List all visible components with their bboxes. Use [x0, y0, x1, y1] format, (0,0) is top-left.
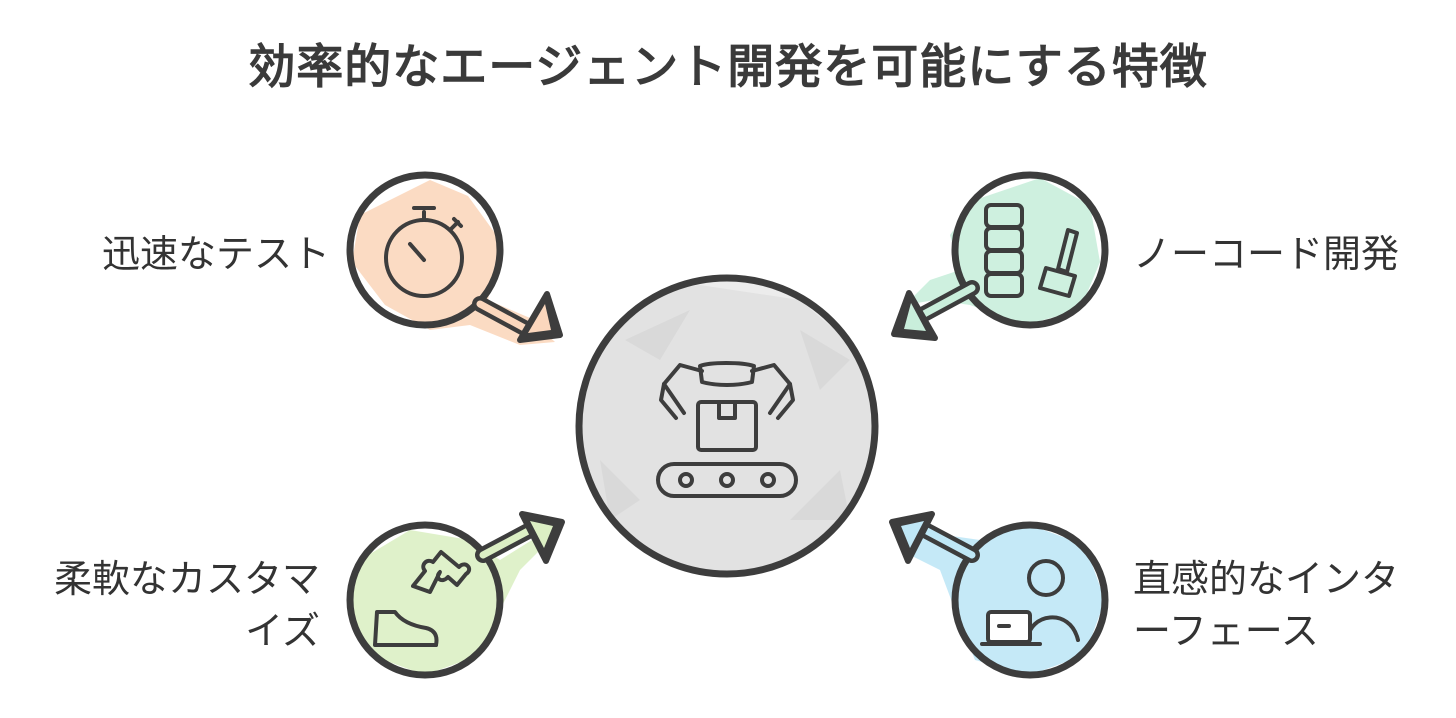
- feature-label-customization: 柔軟なカスタマ イズ: [20, 553, 320, 657]
- feature-label-rapid-testing-text: 迅速なテスト: [101, 232, 330, 276]
- feature-label-rapid-testing: 迅速なテスト: [30, 228, 330, 280]
- blocks-hammer-icon: [984, 203, 1079, 298]
- center-circle: [575, 274, 879, 578]
- arrow-rapid-testing: [472, 291, 563, 343]
- node-circle-rapid-testing: [346, 171, 504, 329]
- user-laptop-icon: [980, 559, 1080, 646]
- diagram-title: 効率的なエージェント開発を可能にする特徴: [248, 40, 1208, 95]
- center-node: [575, 274, 879, 578]
- node-circle-interface: [951, 521, 1109, 679]
- feature-label-no-code: ノーコード開発: [1133, 228, 1433, 280]
- sketch-fill-interface: [905, 525, 1105, 675]
- feature-node-rapid-testing: [346, 171, 563, 345]
- feature-node-customization: [346, 511, 565, 679]
- sketch-fill-customization: [350, 530, 560, 675]
- sketch-fill-center: [579, 285, 875, 574]
- stopwatch-icon: [384, 206, 464, 298]
- node-circle-no-code: [951, 171, 1109, 329]
- feature-label-customization-line2: イズ: [245, 609, 320, 653]
- node-circle-customization: [346, 521, 504, 679]
- feature-label-interface: 直感的なインタ ーフェース: [1133, 553, 1453, 657]
- feature-label-no-code-text: ノーコード開発: [1133, 232, 1400, 276]
- robot-arm-conveyor-icon: [656, 361, 798, 498]
- feature-node-no-code: [891, 171, 1109, 341]
- puzzle-shoe-icon: [373, 550, 472, 647]
- arrow-no-code: [891, 280, 980, 341]
- arrow-customization: [475, 511, 565, 564]
- feature-node-interface: [889, 511, 1109, 679]
- sketch-fill-rapid-testing: [352, 180, 555, 345]
- feature-label-customization-line1: 柔軟なカスタマ: [53, 557, 320, 601]
- feature-label-interface-line2: ーフェース: [1133, 609, 1319, 653]
- arrow-interface: [889, 511, 980, 564]
- feature-label-interface-line1: 直感的なインタ: [1133, 557, 1400, 601]
